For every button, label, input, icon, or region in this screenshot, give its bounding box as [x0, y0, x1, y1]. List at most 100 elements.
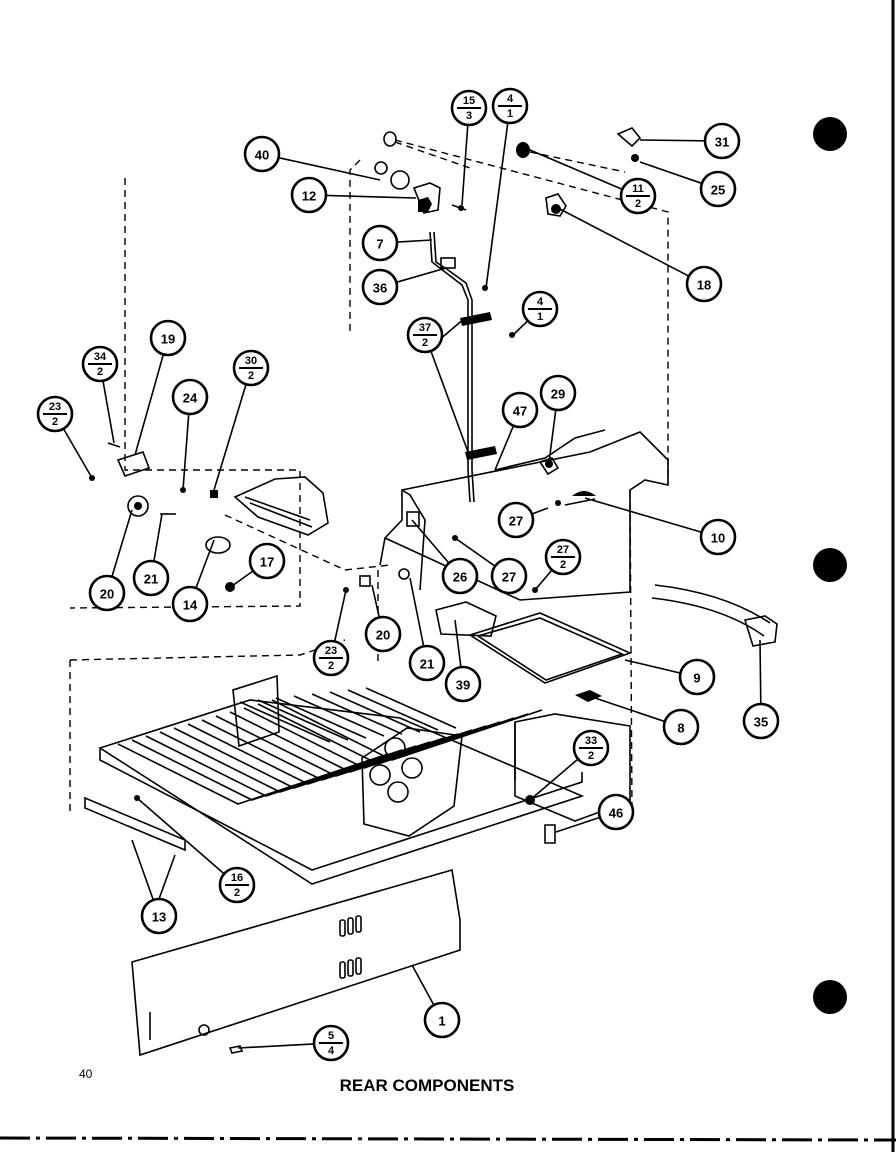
- callout-quantity: 2: [234, 887, 240, 899]
- callout-number: 24: [183, 391, 198, 406]
- callout-number: 15: [463, 95, 475, 107]
- binder-hole-top: [813, 117, 847, 151]
- callout-number: 26: [453, 570, 467, 585]
- callout-number: 19: [161, 332, 175, 347]
- drain-tube: [651, 584, 778, 647]
- callout-c10: 10: [699, 518, 737, 556]
- callout-number: 30: [245, 355, 257, 367]
- callout-c7: 7: [361, 224, 399, 262]
- callout-c4b: 41: [521, 290, 559, 328]
- callout-number: 20: [100, 587, 114, 602]
- leader-c20a: [111, 509, 133, 577]
- leader-c35: [759, 639, 762, 705]
- leader-c11: [529, 149, 623, 191]
- leader-c25: [639, 161, 703, 185]
- callout-number: 11: [632, 183, 644, 195]
- callout-c5: 54: [312, 1024, 350, 1062]
- scan-edge-bottom: [0, 1136, 896, 1142]
- leader-c21b: [409, 577, 425, 647]
- callout-c9: 9: [678, 658, 716, 696]
- callout-number: 35: [754, 715, 768, 730]
- leader-c27a: [531, 507, 549, 515]
- callout-number: 25: [711, 183, 725, 198]
- page-number: 40: [79, 1067, 93, 1081]
- callout-number: 33: [585, 735, 597, 747]
- callout-c21b: 21: [408, 644, 446, 682]
- callout-quantity: 1: [507, 108, 513, 120]
- leader-c5: [237, 1043, 315, 1049]
- callout-quantity: 1: [537, 311, 543, 323]
- callout-quantity: 2: [52, 416, 58, 428]
- callout-number: 18: [697, 278, 711, 293]
- callout-number: 27: [557, 544, 569, 556]
- leader-c13: [131, 839, 155, 901]
- callout-number: 39: [456, 678, 470, 693]
- diagram-title: REAR COMPONENTS: [340, 1076, 515, 1095]
- callout-c23b: 232: [312, 639, 350, 677]
- callout-number: 4: [507, 93, 514, 105]
- callout-number: 5: [328, 1030, 334, 1042]
- callout-c23a: 232: [36, 395, 74, 433]
- callout-c35: 35: [742, 702, 780, 740]
- leader-c19: [134, 354, 165, 456]
- callout-number: 14: [183, 598, 198, 613]
- top-hardware: [374, 127, 642, 217]
- leader-c39: [454, 619, 462, 668]
- callout-number: 8: [677, 721, 684, 736]
- callout-c11: 112: [619, 177, 657, 215]
- callout-c4a: 41: [491, 87, 529, 125]
- callout-c14: 14: [171, 585, 209, 623]
- leader-c34: [102, 380, 115, 444]
- binder-hole-middle: [813, 548, 847, 582]
- leader-c15: [461, 124, 469, 206]
- callout-number: 13: [152, 910, 166, 925]
- leader-c1: [411, 964, 435, 1006]
- condenser-assembly: [84, 674, 631, 885]
- callout-number: 36: [373, 281, 387, 296]
- leader-c23a: [62, 428, 93, 479]
- callout-quantity: 2: [588, 750, 594, 762]
- callout-number: 20: [376, 628, 390, 643]
- callout-c34: 342: [81, 345, 119, 383]
- leader-c16: [136, 797, 225, 875]
- callout-quantity: 2: [422, 337, 428, 349]
- callout-c13: 13: [140, 897, 178, 935]
- callout-c19: 19: [149, 319, 187, 357]
- leader-lines: [62, 122, 762, 1049]
- callout-number: 29: [551, 387, 565, 402]
- leader-c12: [325, 194, 417, 199]
- callout-c24: 24: [171, 378, 209, 416]
- callout-c36: 36: [361, 268, 399, 306]
- callout-c27a: 27: [497, 501, 535, 539]
- leader-c4a: [485, 122, 509, 289]
- callout-c8: 8: [662, 708, 700, 746]
- leader-c33: [529, 758, 579, 801]
- leader-c24: [182, 413, 190, 491]
- drip-pan: [435, 601, 633, 702]
- callout-c30: 302: [232, 349, 270, 387]
- rear-access-panel: [131, 868, 461, 1057]
- leader-c29: [548, 409, 557, 463]
- callout-c21a: 21: [132, 559, 170, 597]
- callout-c40: 40: [243, 135, 281, 173]
- leader-c23b: [333, 589, 347, 642]
- leader-c10: [584, 497, 702, 533]
- callout-number: 21: [420, 657, 434, 672]
- callout-number: 4: [537, 296, 544, 308]
- leader-c9: [624, 659, 681, 674]
- callout-c37: 372: [406, 316, 444, 354]
- leader-c17: [231, 570, 254, 587]
- callout-c39: 39: [444, 665, 482, 703]
- callout-c29: 29: [539, 374, 577, 412]
- callout-number: 40: [255, 148, 269, 163]
- leader-c21a: [153, 513, 163, 562]
- callout-number: 23: [49, 401, 61, 413]
- callout-c27b: 27: [490, 557, 528, 595]
- leader-c13b: [158, 854, 176, 900]
- callout-c25: 25: [699, 170, 737, 208]
- binder-hole-bottom: [813, 980, 847, 1014]
- callout-number: 47: [513, 404, 527, 419]
- callout-c47: 47: [501, 391, 539, 429]
- callout-quantity: 2: [97, 366, 103, 378]
- callout-c46: 46: [597, 793, 635, 831]
